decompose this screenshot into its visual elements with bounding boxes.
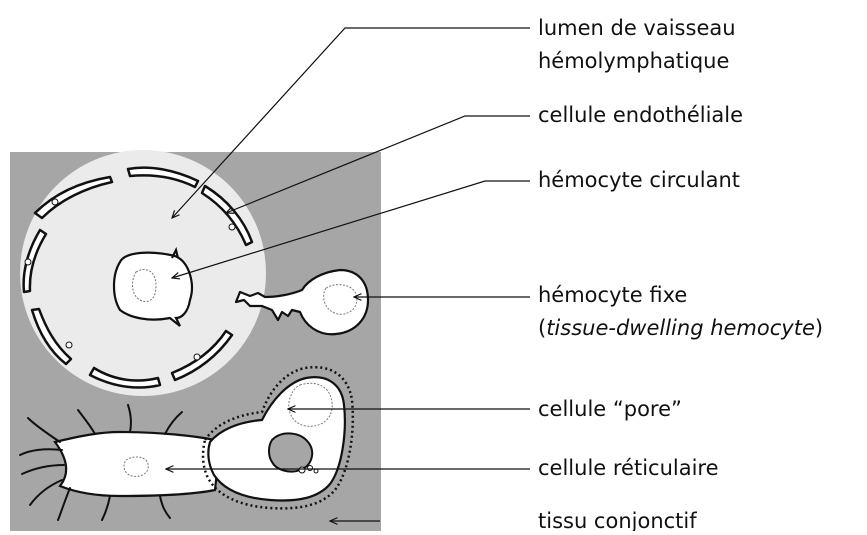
pore-cell-vacuole	[269, 433, 312, 471]
label-fixed-open: (	[538, 316, 546, 340]
label-circulating: hémocyte circulant	[538, 168, 740, 192]
label-fixed-line2: (tissue-dwelling hemocyte)	[538, 316, 823, 340]
circulating-hemocyte	[114, 250, 192, 326]
label-endothelial: cellule endothéliale	[538, 103, 743, 127]
label-lumen-line2: hémolymphatique	[538, 49, 729, 73]
label-pore: cellule “pore”	[538, 397, 682, 421]
label-reticular: cellule réticulaire	[538, 456, 719, 480]
reticular-cell	[55, 432, 218, 496]
label-connective: tissu conjonctif	[538, 509, 697, 531]
label-fixed-close: )	[815, 316, 823, 340]
label-fixed-italic: tissue-dwelling hemocyte	[546, 316, 815, 340]
label-fixed-line1: hémocyte fixe	[538, 283, 687, 307]
label-lumen-line1: lumen de vaisseau	[538, 16, 736, 40]
